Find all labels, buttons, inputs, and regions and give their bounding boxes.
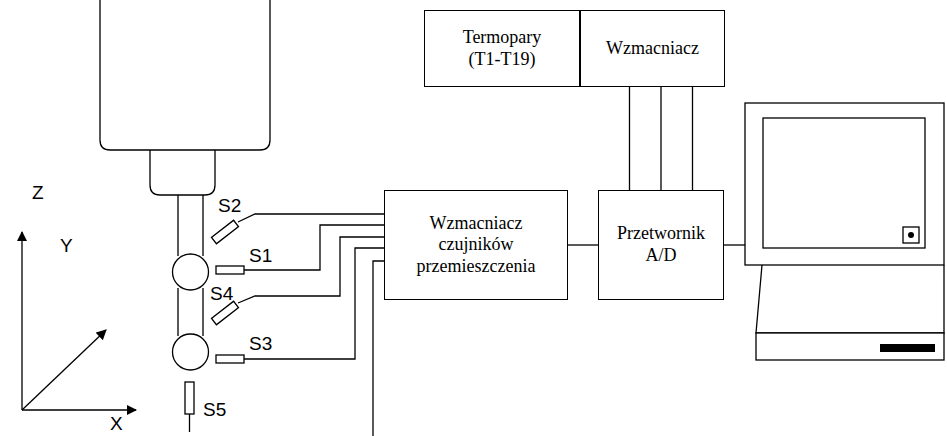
process-box: Wzmacniacz czujników przemieszczenia — [384, 190, 568, 300]
sensor-label: S5 — [203, 400, 226, 419]
box-label: Wzmacniacz czujników przemieszczenia — [411, 213, 541, 278]
sensor-label: S2 — [218, 196, 241, 215]
box-label: Termopary (T1-T19) — [454, 27, 550, 70]
signal-connector — [568, 245, 598, 246]
axis-label: Z — [32, 183, 44, 202]
box-label: Przetwornik A/D — [611, 223, 711, 266]
sensor-label: S4 — [210, 284, 233, 303]
process-box: Termopary (T1-T19) — [424, 10, 580, 87]
signal-connector — [630, 87, 693, 190]
sensor-label: S3 — [249, 334, 272, 353]
box-label: Wzmacniacz — [588, 38, 718, 60]
axis-label: X — [110, 414, 123, 433]
sensor-label: S1 — [249, 246, 272, 265]
axis-label: Y — [60, 236, 73, 255]
process-box: Przetwornik A/D — [598, 190, 724, 300]
process-box: Wzmacniacz — [580, 10, 725, 87]
